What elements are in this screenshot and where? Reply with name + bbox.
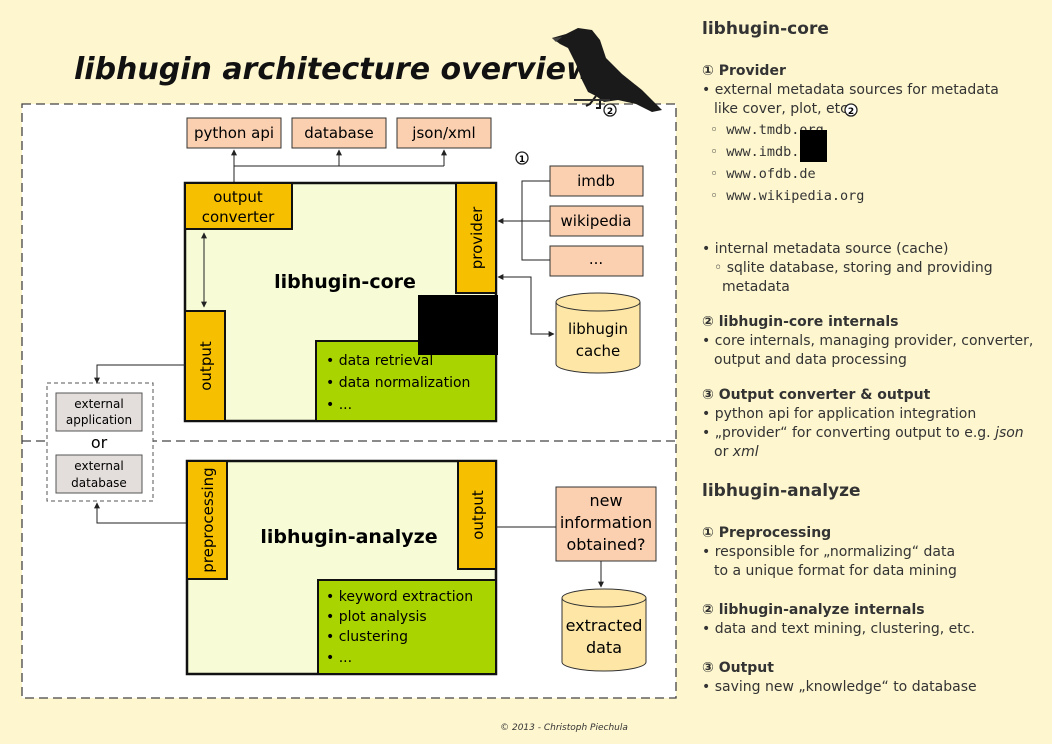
notes-site-ofdb: ◦ www.ofdb.de <box>710 166 816 182</box>
notes-site-imdb: ◦ www.imdb.com <box>710 144 824 160</box>
cache-label-2: cache <box>576 342 620 360</box>
notes-ana-internals-heading: ② libhugin-analyze internals <box>702 602 925 618</box>
notes-analyze-heading: libhugin-analyze <box>702 481 861 501</box>
analyze-feature-1: • keyword extraction <box>326 589 473 605</box>
notes-pre-line-1: • responsible for „normalizing“ data <box>702 544 956 560</box>
python-api-box <box>186 117 282 149</box>
notes-converter-line-3: or xml <box>714 444 759 460</box>
outer-dashed-border <box>21 103 677 699</box>
extracted-data-label-2: data <box>586 638 622 657</box>
provider-label: provider <box>468 206 486 269</box>
marker-1: 1 <box>515 151 529 165</box>
extracted-data-label-1: extracted <box>566 616 643 635</box>
json-xml-label: json/xml <box>411 124 475 142</box>
output-converter-label-2: converter <box>202 208 275 226</box>
core-output-label: output <box>197 341 215 391</box>
external-database-label-1: external <box>74 459 123 473</box>
notes-internals-line-1: • core internals, managing provider, con… <box>702 333 1034 349</box>
cache-label-1: libhugin <box>568 320 628 338</box>
core-output-box <box>184 310 226 422</box>
notes-provider-line-2: like cover, plot, etc. <box>714 101 853 117</box>
analyze-feature-2: • plot analysis <box>326 609 427 625</box>
analyze-output-label: output <box>469 490 487 540</box>
notes-provider-line-1: • external metadata sources for metadata <box>702 82 999 98</box>
notes-pre-heading: ① Preprocessing <box>702 525 832 541</box>
provider-more-box <box>549 245 644 277</box>
provider-imdb-box <box>549 165 644 197</box>
provider-wikipedia-label: wikipedia <box>561 212 632 230</box>
output-converter-label-1: output <box>213 188 263 206</box>
external-application-label-1: external <box>74 397 123 411</box>
redaction-block <box>418 295 498 355</box>
notes-core-heading: libhugin-core <box>702 19 829 39</box>
external-application-label-2: application <box>66 413 132 427</box>
external-database-box <box>55 454 143 494</box>
database-label: database <box>304 124 374 142</box>
provider-more-label: ... <box>589 250 603 268</box>
notes-provider-heading: ① Provider <box>702 63 786 79</box>
preprocessing-label: preprocessing <box>199 467 217 572</box>
notes-out-heading: ③ Output <box>702 660 774 676</box>
notes-ana-internals-line-1: • data and text mining, clustering, etc. <box>702 621 975 637</box>
svg-text:2: 2 <box>607 107 613 117</box>
notes-converter-line-2: • „provider“ for converting output to e.… <box>702 425 1024 441</box>
notes-internals-heading: ② libhugin-core internals <box>702 314 899 330</box>
output-converter-box <box>184 182 293 230</box>
core-feature-1: • data retrieval <box>326 353 433 369</box>
copyright: © 2013 - Christoph Piechula <box>500 723 628 733</box>
core-label: libhugin-core <box>274 271 416 293</box>
json-xml-box <box>396 117 492 149</box>
provider-imdb-label: imdb <box>577 172 615 190</box>
python-api-label: python api <box>194 124 274 142</box>
analyze-label: libhugin-analyze <box>260 526 437 548</box>
svg-text:1: 1 <box>519 155 525 165</box>
provider-box <box>455 182 497 294</box>
notes-internal-line-1: • internal metadata source (cache) <box>702 241 949 257</box>
extracted-data-cylinder <box>561 588 647 672</box>
architecture-diagram: libhugin architecture overview 2 python … <box>21 28 677 733</box>
crow-logo <box>552 28 662 112</box>
notes-converter-line-1: • python api for application integration <box>702 406 977 422</box>
notes-internal-line-3: metadata <box>722 279 790 295</box>
external-or-label: or <box>91 433 108 452</box>
analyze-feature-3: • clustering <box>326 629 408 645</box>
external-application-box <box>55 392 143 432</box>
notes-internal-line-2: ◦ sqlite database, storing and providing <box>714 260 993 276</box>
notes-panel: libhugin-core ① Provider • external meta… <box>702 18 1047 697</box>
core-feature-3: • ... <box>326 397 352 413</box>
analyze-features-box <box>317 579 497 675</box>
analyze-feature-4: • ... <box>326 650 352 666</box>
analyze-output-box <box>457 460 497 570</box>
notes-converter-heading: ③ Output converter & output <box>702 387 931 403</box>
new-information-box <box>555 486 657 562</box>
preprocessing-box <box>186 460 228 580</box>
marker-2-crow: 2 <box>603 103 617 117</box>
diagram-title: libhugin architecture overview <box>74 52 594 87</box>
external-database-label-2: database <box>71 476 127 490</box>
cache-cylinder <box>555 292 641 374</box>
core-feature-2: • data normalization <box>326 375 470 391</box>
new-information-label-1: new <box>589 491 622 510</box>
database-box <box>291 117 387 149</box>
notes-site-wikipedia: ◦ www.wikipedia.org <box>710 188 865 204</box>
new-information-label-3: obtained? <box>566 535 645 554</box>
notes-pre-line-2: to a unique format for data mining <box>714 563 957 579</box>
notes-out-line-1: • saving new „knowledge“ to database <box>702 679 977 695</box>
notes-internals-line-2: output and data processing <box>714 352 907 368</box>
notes-site-tmdb: ◦ www.tmdb.org <box>710 122 824 138</box>
new-information-label-2: information <box>560 513 652 532</box>
